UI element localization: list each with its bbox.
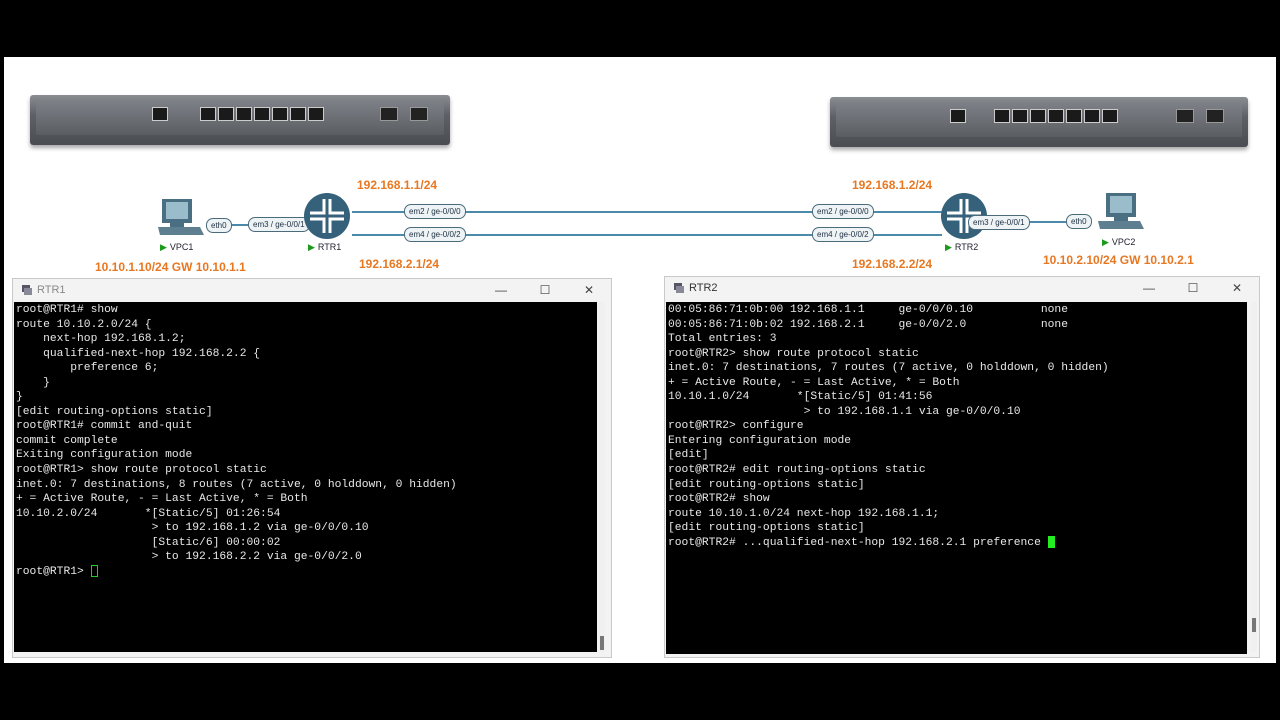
interface-label-vpc2-eth0: eth0 (1066, 214, 1092, 229)
scrollbar[interactable] (1251, 302, 1257, 652)
link-rtr2-vpc2 (989, 221, 1089, 223)
close-button[interactable]: ✕ (583, 283, 595, 297)
interface-label-rtr2-2: em4 / ge-0/0/2 (812, 227, 874, 242)
terminal-line: [edit routing-options static] (16, 405, 213, 418)
terminal-line: root@RTR1> (16, 565, 91, 578)
link-rtr1-rtr2-a (352, 211, 942, 213)
terminal-line: > to 192.168.1.2 via ge-0/0/0.10 (16, 522, 369, 535)
close-button[interactable]: ✕ (1231, 281, 1243, 295)
router-device-image-rtr2 (830, 97, 1248, 147)
node-label-vpc1: ▶VPC1 (160, 242, 194, 252)
rtr1-ip-2-label: 192.168.2.1/24 (359, 257, 440, 271)
rtr2-ip-1-label: 192.168.1.2/24 (852, 178, 933, 192)
interface-label-rtr1-1: em2 / ge-0/0/0 (404, 204, 466, 219)
terminal-line: [edit] (668, 449, 709, 462)
terminal-line: root@RTR2# ...qualified-next-hop 192.168… (668, 536, 1048, 549)
terminal-line: preference 6; (16, 362, 159, 375)
node-label-rtr1: ▶RTR1 (308, 242, 342, 252)
terminal-line: 10.10.2.0/24 *[Static/5] 01:26:54 (16, 507, 281, 520)
computer-icon[interactable] (156, 197, 206, 244)
terminal-line: 00:05:86:71:0b:00 192.168.1.1 ge-0/0/0.1… (668, 304, 1068, 316)
terminal-line: 10.10.1.0/24 *[Static/5] 01:41:56 (668, 391, 933, 404)
terminal-line: 00:05:86:71:0b:02 192.168.2.1 ge-0/0/2.0… (668, 318, 1068, 331)
router-icon-rtr1[interactable] (304, 193, 350, 239)
minimize-button[interactable]: — (495, 283, 507, 297)
router-device-image-rtr1 (30, 95, 450, 145)
terminal-line: Total entries: 3 (668, 333, 777, 346)
terminal-line: } (16, 376, 50, 389)
interface-label-rtr1-2: em4 / ge-0/0/2 (404, 227, 466, 242)
terminal-line: root@RTR2> show route protocol static (668, 347, 919, 360)
interface-label-rtr2-1: em2 / ge-0/0/0 (812, 204, 874, 219)
terminal-line: [Static/6] 00:00:02 (16, 536, 281, 549)
terminal-line: root@RTR2> configure (668, 420, 804, 433)
maximize-button[interactable]: ☐ (1187, 281, 1199, 295)
terminal-line: > to 192.168.1.1 via ge-0/0/0.10 (668, 405, 1021, 418)
terminal-line: root@RTR1# commit and-quit (16, 420, 193, 433)
terminal-line: } (16, 391, 23, 404)
terminal-line: root@RTR1> show route protocol static (16, 464, 267, 477)
interface-label-vpc1-eth0: eth0 (206, 218, 232, 233)
terminal-line: + = Active Route, - = Last Active, * = B… (16, 493, 308, 506)
window-title: RTR2 (689, 282, 718, 294)
terminal-window-rtr1[interactable]: RTR1 — ☐ ✕ root@RTR1# show route 10.10.2.… (12, 278, 612, 658)
window-title: RTR1 (37, 284, 66, 296)
title-bar[interactable]: RTR2 — ☐ ✕ (665, 277, 1259, 299)
rtr1-ip-1-label: 192.168.1.1/24 (357, 178, 438, 192)
terminal-line: + = Active Route, - = Last Active, * = B… (668, 376, 960, 389)
cursor (1047, 535, 1055, 548)
terminal-output[interactable]: 00:05:86:71:0b:00 192.168.1.1 ge-0/0/0.1… (666, 302, 1247, 654)
rtr2-ip-2-label: 192.168.2.2/24 (852, 257, 933, 271)
terminal-line: route 10.10.2.0/24 { (16, 318, 152, 331)
terminal-line: inet.0: 7 destinations, 7 routes (7 acti… (668, 362, 1109, 375)
vpc1-ip-label: 10.10.1.10/24 GW 10.10.1.1 (95, 260, 246, 274)
terminal-line: root@RTR2# edit routing-options static (668, 464, 926, 477)
terminal-line: qualified-next-hop 192.168.2.2 { (16, 347, 261, 360)
terminal-line: root@RTR2# show (668, 493, 770, 506)
maximize-button[interactable]: ☐ (539, 283, 551, 297)
interface-label-rtr1-lan: em3 / ge-0/0/1 (248, 217, 310, 232)
scrollbar[interactable] (599, 302, 605, 652)
terminal-output[interactable]: root@RTR1# show route 10.10.2.0/24 { next… (14, 302, 597, 652)
terminal-window-rtr2[interactable]: RTR2 — ☐ ✕ 00:05:86:71:0b:00 192.168.1.1… (664, 276, 1260, 658)
interface-label-rtr2-lan: em3 / ge-0/0/1 (968, 215, 1030, 230)
terminal-line: root@RTR1# show (16, 304, 118, 316)
putty-icon (22, 285, 32, 295)
terminal-line: Exiting configuration mode (16, 449, 193, 462)
node-label-vpc2: ▶VPC2 (1102, 237, 1136, 247)
vpc2-ip-label: 10.10.2.10/24 GW 10.10.2.1 (1043, 253, 1194, 267)
terminal-line: route 10.10.1.0/24 next-hop 192.168.1.1; (668, 507, 940, 520)
terminal-line: next-hop 192.168.1.2; (16, 333, 186, 346)
node-label-rtr2: ▶RTR2 (945, 242, 979, 252)
link-rtr1-rtr2-b (352, 234, 942, 236)
cursor (90, 564, 98, 577)
terminal-line: commit complete (16, 434, 118, 447)
terminal-line: [edit routing-options static] (668, 478, 865, 491)
computer-icon[interactable] (1096, 191, 1146, 238)
terminal-line: Entering configuration mode (668, 434, 852, 447)
minimize-button[interactable]: — (1143, 281, 1155, 295)
terminal-line: [edit routing-options static] (668, 522, 865, 535)
terminal-line: inet.0: 7 destinations, 8 routes (7 acti… (16, 478, 457, 491)
terminal-line: > to 192.168.2.2 via ge-0/0/2.0 (16, 551, 362, 564)
title-bar[interactable]: RTR1 — ☐ ✕ (13, 279, 611, 301)
putty-icon (674, 283, 684, 293)
